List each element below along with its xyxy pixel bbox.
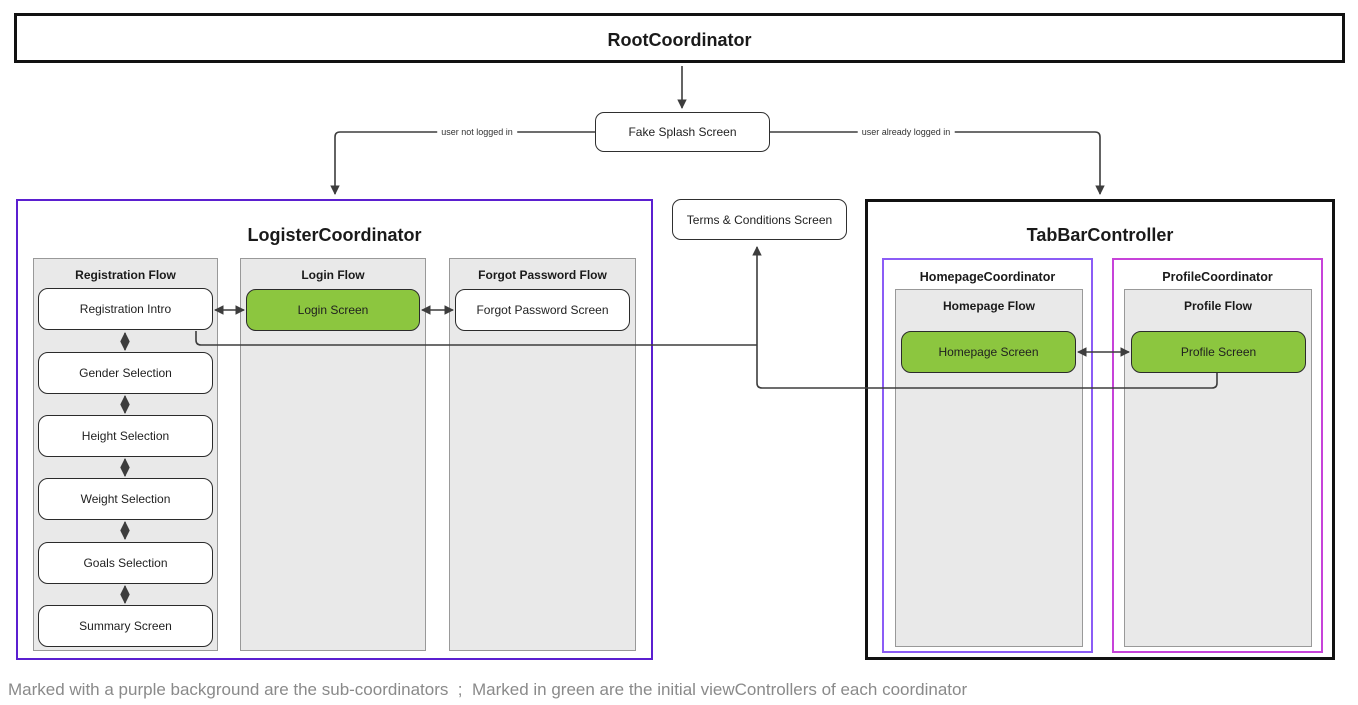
- profile-flow-title: Profile Flow: [1183, 299, 1252, 313]
- screen-label: Homepage Screen: [938, 345, 1039, 359]
- screen-label: Summary Screen: [79, 619, 172, 633]
- screen-height-selection: Height Selection: [38, 415, 213, 457]
- terms-conditions-screen-label: Terms & Conditions Screen: [686, 212, 833, 227]
- screen-login-initial: Login Screen: [246, 289, 420, 331]
- fake-splash-screen-node: Fake Splash Screen: [595, 112, 770, 152]
- terms-conditions-screen-node: Terms & Conditions Screen: [672, 199, 847, 240]
- screen-homepage-initial: Homepage Screen: [901, 331, 1076, 373]
- edge-splash-to-tabbar: [770, 131, 1105, 195]
- screen-label: Weight Selection: [80, 492, 171, 506]
- screen-goals-selection: Goals Selection: [38, 542, 213, 584]
- registration-flow-title: Registration Flow: [75, 268, 176, 282]
- screen-gender-selection: Gender Selection: [38, 352, 213, 394]
- fake-splash-screen-label: Fake Splash Screen: [628, 125, 737, 139]
- screen-label: Login Screen: [297, 303, 369, 317]
- profile-coordinator-title: ProfileCoordinator: [1162, 270, 1273, 284]
- root-coordinator-title: RootCoordinator: [607, 30, 752, 50]
- screen-label: Registration Intro: [79, 302, 172, 316]
- screen-label: Profile Screen: [1180, 345, 1257, 359]
- root-coordinator-box: [14, 13, 1345, 63]
- homepage-flow-title: Homepage Flow: [942, 299, 1035, 313]
- screen-profile-initial: Profile Screen: [1131, 331, 1306, 373]
- edge-label-user-already-logged-in: user already logged in: [857, 127, 955, 137]
- legend-caption: Marked with a purple background are the …: [8, 680, 968, 699]
- screen-registration-intro: Registration Intro: [38, 288, 213, 330]
- screen-weight-selection: Weight Selection: [38, 478, 213, 520]
- screen-label: Forgot Password Screen: [476, 303, 609, 317]
- edge-splash-to-logister: [330, 131, 595, 195]
- logister-coordinator-title: LogisterCoordinator: [247, 225, 422, 245]
- homepage-coordinator-title: HomepageCoordinator: [919, 270, 1056, 284]
- edge-label-user-not-logged-in: user not logged in: [437, 127, 517, 137]
- forgot-password-flow-title: Forgot Password Flow: [478, 268, 607, 282]
- tabbar-controller-title: TabBarController: [1026, 225, 1174, 245]
- screen-label: Gender Selection: [79, 366, 172, 380]
- screen-label: Height Selection: [81, 429, 170, 443]
- screen-label: Goals Selection: [83, 556, 168, 570]
- login-flow-title: Login Flow: [301, 268, 365, 282]
- screen-forgot-password: Forgot Password Screen: [455, 289, 630, 331]
- screen-summary: Summary Screen: [38, 605, 213, 647]
